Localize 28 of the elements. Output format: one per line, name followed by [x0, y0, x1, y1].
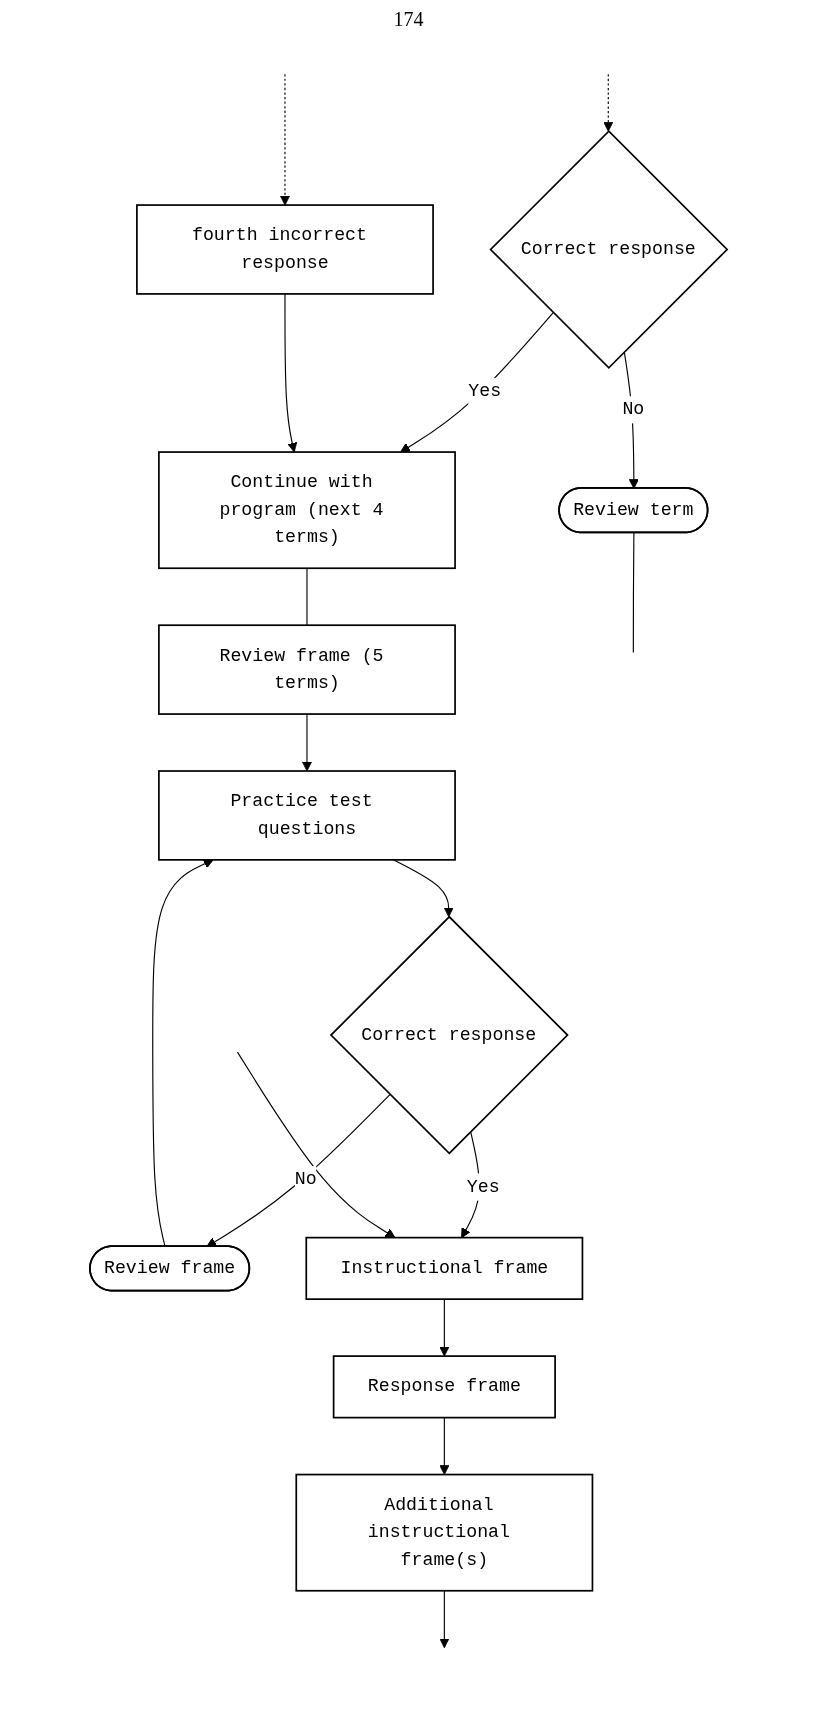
connector — [632, 532, 635, 654]
arrow — [439, 1417, 450, 1475]
node-box: fourth incorrect response — [136, 204, 434, 295]
node-box: Response frame — [332, 1355, 556, 1419]
edge-label: No — [294, 1169, 317, 1191]
node-box: Instructional frame — [305, 1236, 584, 1300]
edge-label: Yes — [466, 1176, 500, 1198]
page-number: 174 — [393, 8, 424, 30]
node-diamond: Correct response — [489, 130, 729, 369]
connector — [306, 567, 308, 626]
node-box: Additional instructional frame(s) — [295, 1473, 594, 1592]
arrow — [392, 859, 454, 918]
arrow — [206, 1093, 391, 1248]
arrow — [400, 312, 554, 453]
edge-label: Yes — [468, 381, 502, 402]
arrow — [152, 859, 214, 1248]
arrow — [236, 1051, 396, 1239]
arrow — [301, 713, 312, 772]
node-box: Continue with program (next 4 terms) — [158, 451, 456, 570]
arrow — [603, 73, 614, 132]
edge-label: No — [622, 399, 645, 421]
arrow — [279, 73, 290, 206]
node-box: Review frame (5 terms) — [158, 624, 456, 715]
node-box: Practice test questions — [158, 770, 456, 861]
arrow — [439, 1590, 450, 1649]
node-diamond: Correct response — [329, 915, 569, 1155]
arrow — [284, 293, 298, 453]
arrow — [439, 1298, 450, 1357]
